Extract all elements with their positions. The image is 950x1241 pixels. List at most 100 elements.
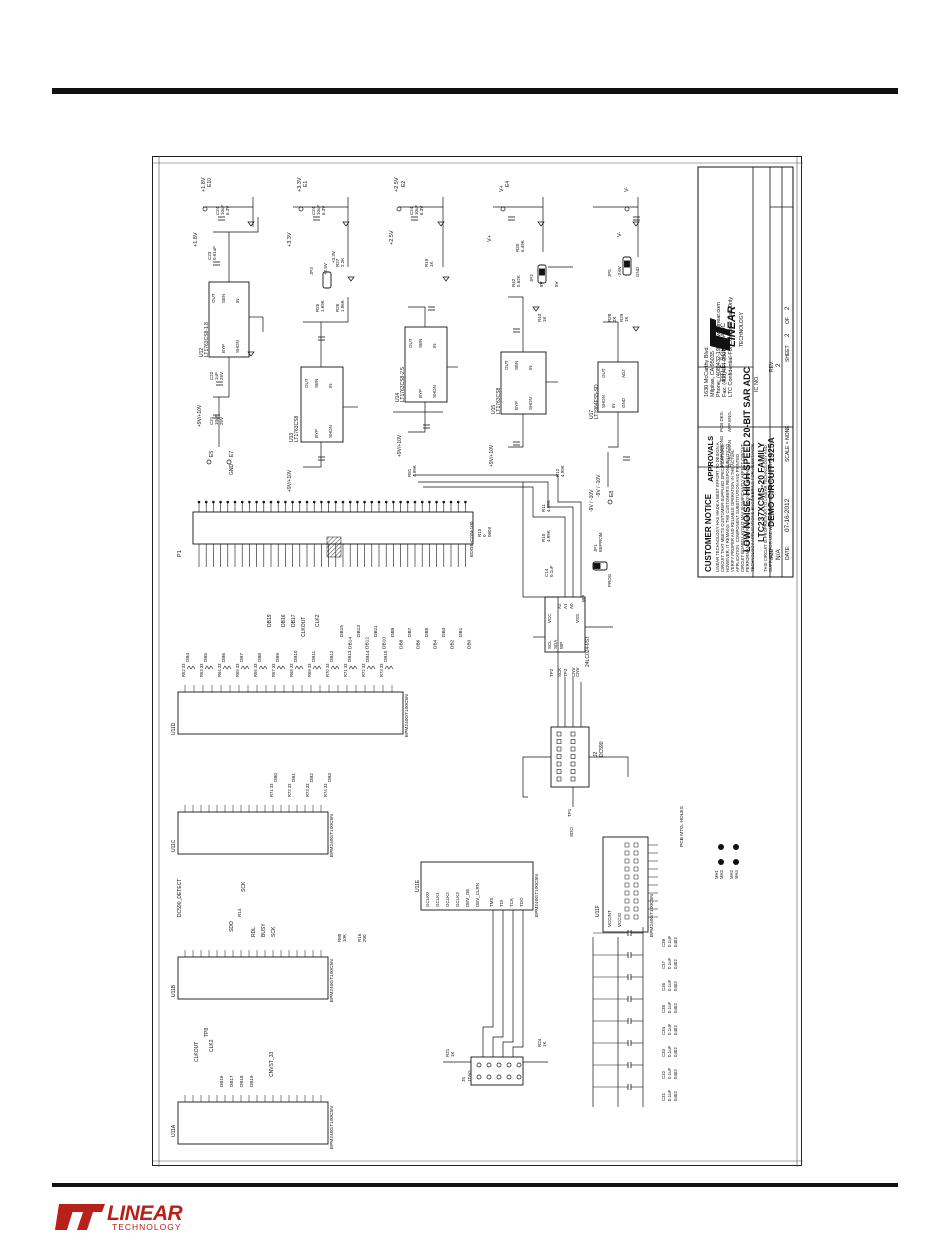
cap-label: C33 [661, 1048, 666, 1057]
u15-pin-byp: BYP [514, 401, 519, 410]
r81-value: 4.99K [412, 465, 417, 477]
r15-label: R15 [477, 528, 482, 537]
u11d-part: EPM240GT100C5N [404, 694, 410, 737]
r26-value: 1.96K [340, 300, 345, 312]
u11e-gclk2: GCLK2 [445, 892, 450, 907]
cap-label: C31 [661, 1092, 666, 1101]
rail-vplus-u15: V+ [487, 235, 493, 242]
u11e-tck: TCK [509, 898, 514, 907]
jp1-wp: WP [581, 595, 586, 602]
u11e-gclk3: GCLK3 [455, 892, 460, 907]
u11a-part: EPM240GT100C5N [329, 1106, 335, 1149]
jp2-5v: 5V [554, 281, 559, 287]
r27-label: R27 [335, 258, 340, 267]
pcb-holes-label: PCB MTG. HOLES [679, 806, 685, 847]
notice-line-7: PERFORMANCE OR RELIABILITY. CONTACT LINE… [745, 468, 750, 572]
cap-size: 0402 [673, 937, 678, 947]
r12-value: 4.99K [560, 465, 565, 477]
u11d-db-label: DB8 [257, 653, 262, 662]
size-value: N/A [775, 549, 782, 561]
u14-pin-sen: SEN [418, 339, 423, 348]
jp1-prog: PROG [607, 573, 612, 587]
mounting-hole-mh4-icon [733, 859, 739, 865]
u15-pin-in: IN [528, 366, 533, 371]
r25-value: 1.69K [320, 300, 325, 312]
c21-value: 10uF [214, 414, 219, 425]
cap-value: 0.1uF [667, 1001, 672, 1013]
c22-voltage: 25V [219, 372, 224, 380]
u11a-db-label: DB18 [239, 1075, 244, 1087]
tp2-sck: SCK [557, 668, 562, 677]
cnvst-label: CNVST_33 [269, 1051, 275, 1077]
customer-notice-heading: CUSTOMER NOTICE [704, 493, 713, 572]
u11a-db-label: DB16 [219, 1075, 224, 1087]
u11d-resistor-label: R70 33 [325, 663, 330, 677]
p1-bus-label: DB2 [450, 639, 456, 649]
notice-prop-1: THIS CIRCUIT IS PROPRIETARY TO LINEAR TE… [763, 445, 768, 572]
cap-value: 0.1uF [667, 957, 672, 969]
u11d-resistor-label: R67 33 [271, 663, 276, 677]
e1-label: E1 [303, 181, 309, 187]
sheet-label: SHEET [785, 345, 791, 362]
rev-label: REV. [769, 361, 775, 372]
rdl-label: RDL [251, 927, 257, 937]
e8-label: E8 [609, 491, 615, 497]
c22-label: C22 [209, 371, 214, 380]
title-line2: LTC237XCMS-20 FAMILY [756, 442, 766, 542]
u11b-label: U11B [171, 984, 177, 997]
u14-part: LT1763CS8-2.5 [400, 367, 406, 402]
u11d-resistor-label: R65 33 [235, 663, 240, 677]
p1-bus-label: DB9 [390, 627, 396, 637]
cap-value: 0.1uF [667, 979, 672, 991]
u13-pin-out: OUT [304, 378, 309, 388]
tp1-label: TP1 [567, 808, 572, 817]
c14-label: C14 [544, 568, 549, 577]
p1-bus-label: DB0 [467, 639, 473, 649]
cap-size: 0402 [673, 1091, 678, 1101]
schematic-sheet: 1630 McCarthy Blvd. Milpitas, CA 95035 P… [152, 156, 803, 1167]
pcb-des-name: MAWANWONG [719, 435, 724, 467]
rail-2v5-top: +2.5V [394, 177, 400, 192]
u16-pin-a1: A1 [563, 603, 568, 609]
u11d-resistor-label: R72 33 [361, 663, 366, 677]
r43-label: R43 [537, 313, 542, 322]
r25-label: R25 [315, 303, 320, 312]
mh4-label: MH4 [734, 869, 739, 879]
u11d-db-label: DB11 [311, 650, 316, 662]
sdo-label: SDO [229, 921, 235, 932]
tp8-label: TP8 [204, 1028, 210, 1037]
tp1-sdo: SDO [569, 827, 574, 837]
of-value: 2 [785, 306, 791, 310]
p1-bus-label: DB8 [399, 639, 405, 649]
cap-value: 0.1uF [667, 1067, 672, 1079]
u14-pin-out: OUT [408, 338, 413, 348]
u17-pin-out: OUT [601, 368, 606, 378]
u11c-db-label: DB1 [291, 773, 296, 782]
cap-size: 0402 [673, 1003, 678, 1013]
jp5-label: JP5 [607, 269, 612, 277]
u11d-db-label: DB6 [221, 653, 226, 662]
c21-label: C21 [209, 416, 214, 425]
notice-line-5: APPLICATION. COMPONENT SUBSTITUTION AND … [735, 454, 740, 572]
regulator-u14 [404, 326, 448, 403]
u15-pin-sen: SEN [514, 361, 519, 370]
r16-label: R16 [357, 933, 362, 942]
r42-value: 5.62K [516, 275, 521, 287]
u13-label: U13 [289, 433, 295, 442]
jp2-8v: 8V [539, 281, 544, 287]
u11c-resistor-label: R71 33 [269, 783, 274, 797]
u11d-db-label: DB9 [275, 653, 280, 662]
r24-value: 1K [542, 1041, 547, 1047]
r19-label: R19 [424, 258, 429, 267]
jumper-jp1-icon [592, 561, 608, 571]
u11a-label: U11A [171, 1124, 177, 1137]
u12-pin-byp: BYP [221, 344, 226, 353]
tp3-label: TP3 [563, 668, 568, 677]
u17-part: LT1964ES5-SD [594, 384, 600, 419]
u11d-resistor-label: R71 33 [343, 663, 348, 677]
r80-label: R80 [337, 933, 342, 942]
jp5-v: -3.6V [617, 266, 622, 277]
size-label: SIZE [769, 548, 775, 560]
u11d-resistor-label: R73 33 [379, 663, 384, 677]
e10-label: E10 [207, 178, 213, 187]
